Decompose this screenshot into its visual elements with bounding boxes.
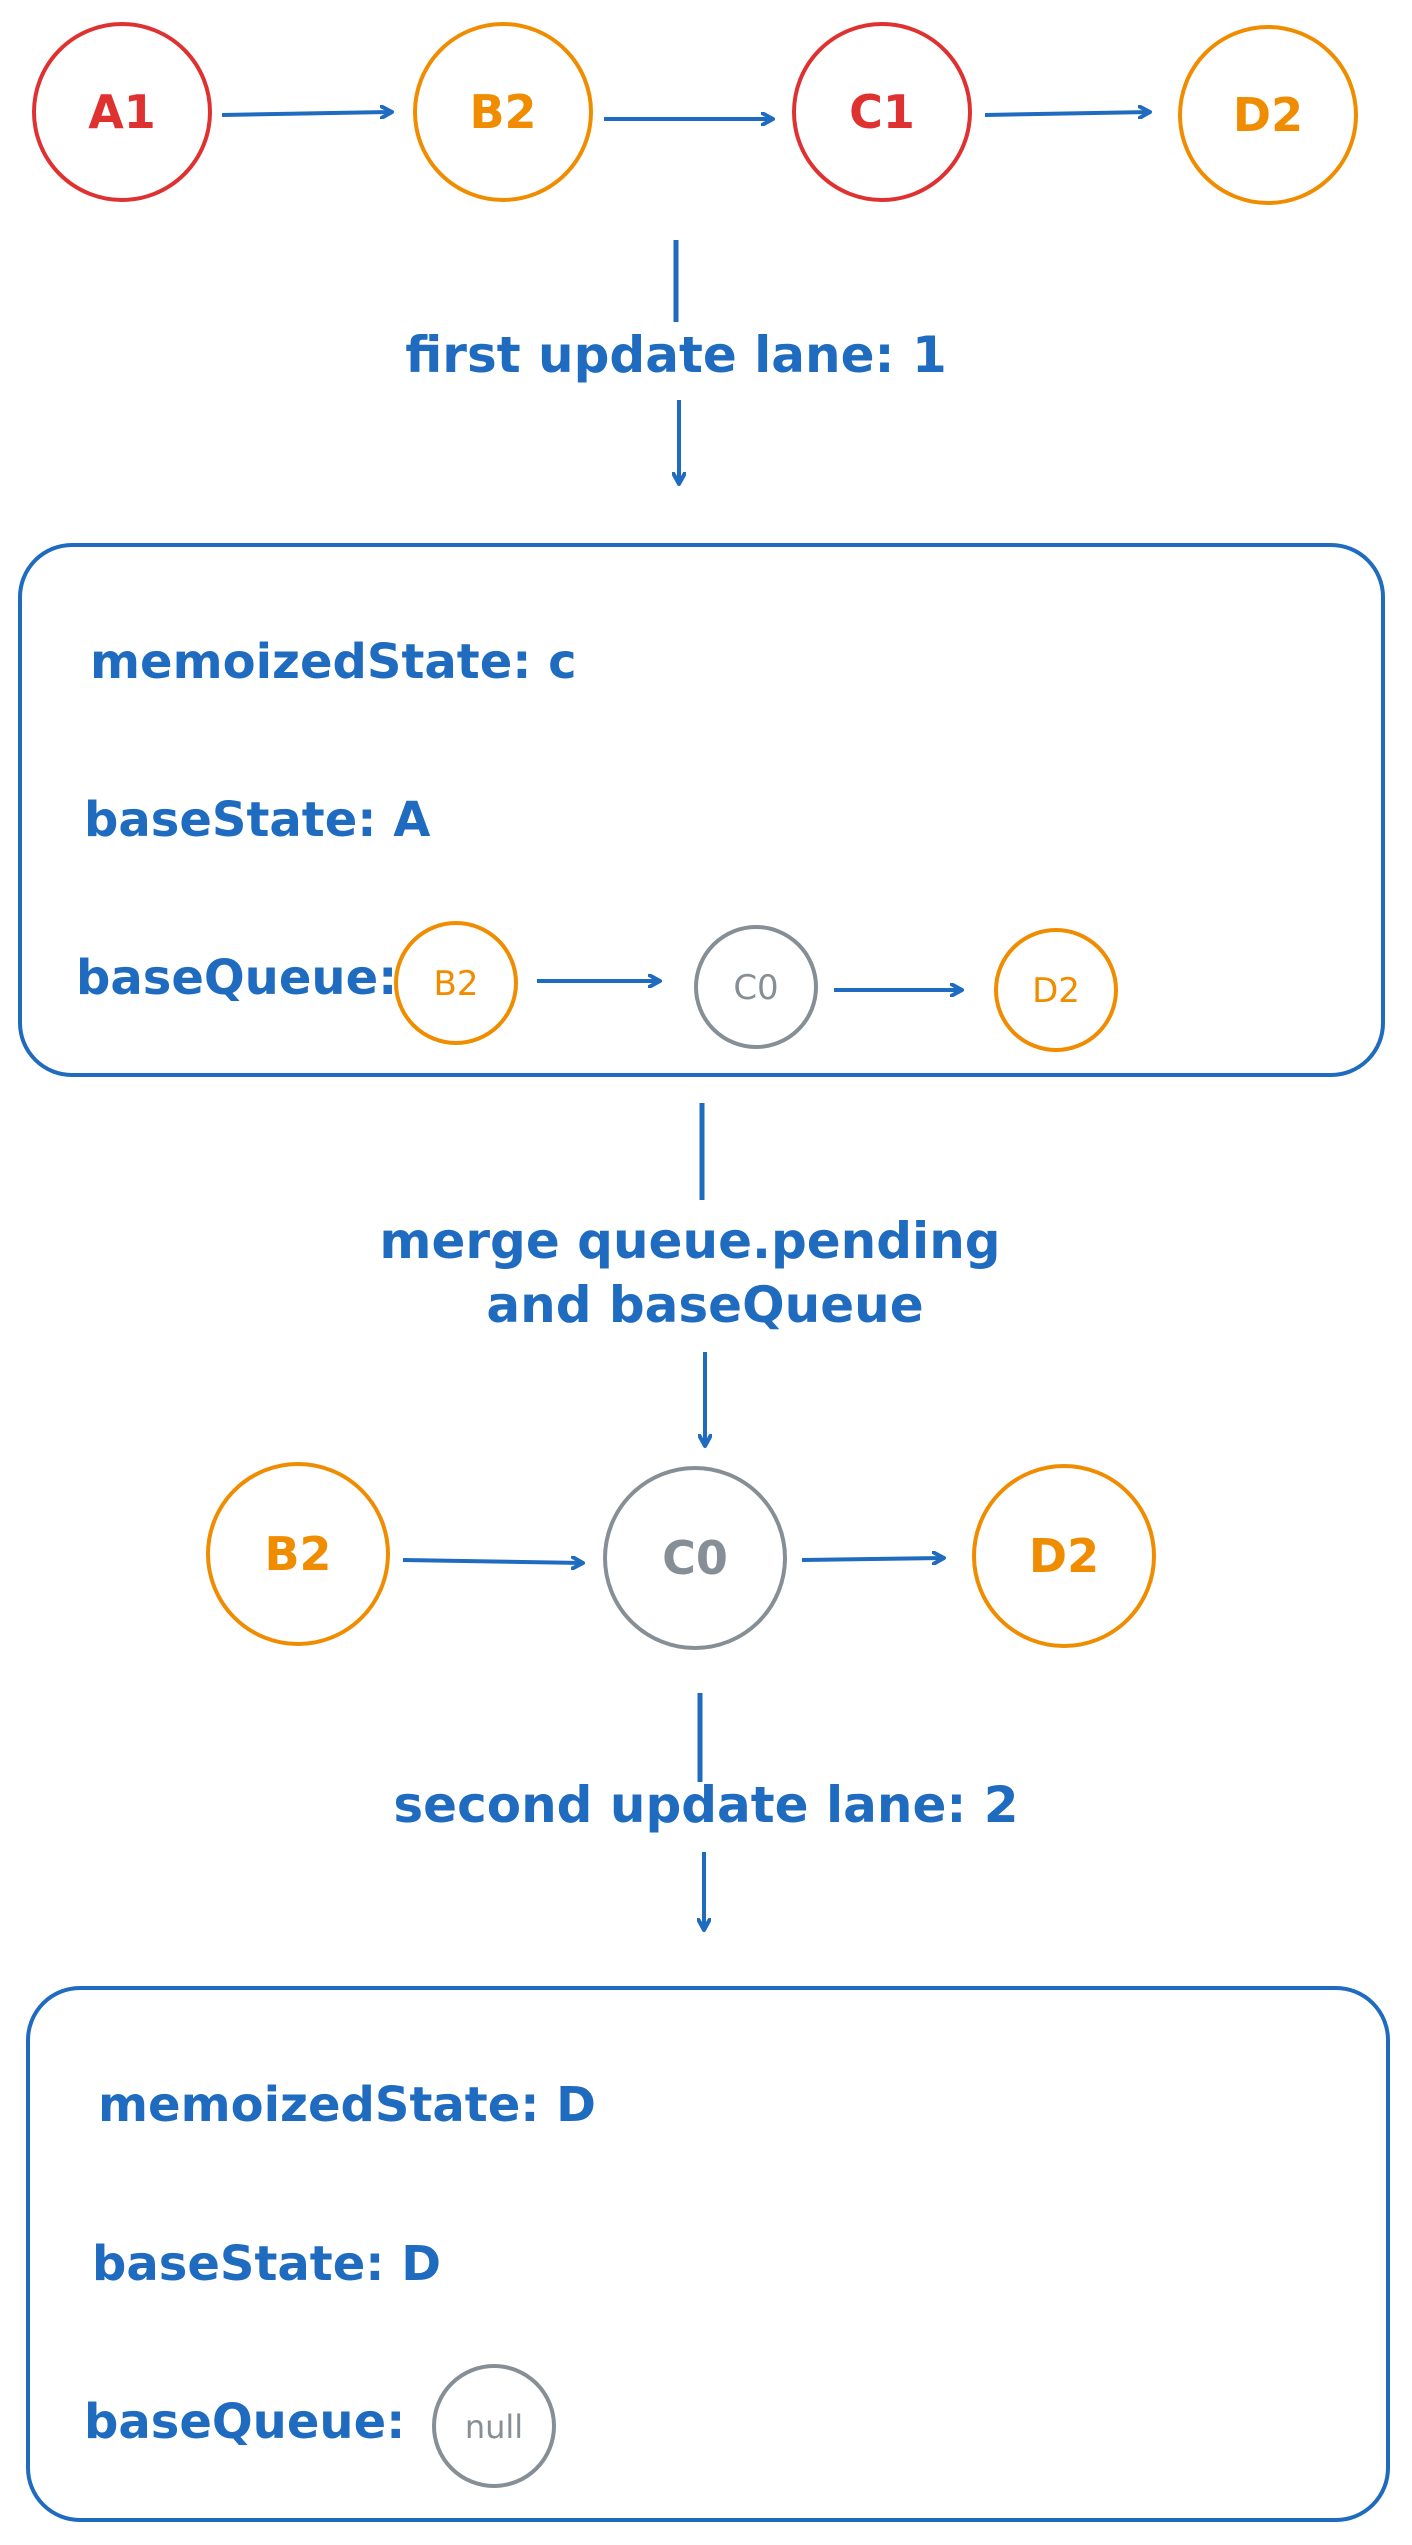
- merged-node-c0: C0: [603, 1466, 787, 1650]
- top-node-a1-circle: [32, 22, 212, 202]
- state-box-first: memoizedState: c baseState: A baseQueue:…: [18, 543, 1385, 1077]
- top-edge-c1-d2: [984, 112, 1150, 115]
- top-node-d2-circle: [1178, 25, 1358, 205]
- box1-queue-node-b2-label: B2: [434, 964, 479, 1004]
- box1-queue-node-d2-label: D2: [1032, 971, 1080, 1011]
- top-queue: A1 B2 C1 D2: [32, 22, 1358, 205]
- top-node-b2-label: B2: [469, 85, 536, 139]
- box1-queue-node-b2-circle: [394, 921, 518, 1045]
- state-box-second: memoizedState: D baseState: D baseQueue:…: [26, 1986, 1390, 2522]
- merged-node-b2: B2: [206, 1462, 390, 1646]
- state-box-first-frame: [18, 543, 1385, 1077]
- box1-base-queue-label: baseQueue:: [76, 950, 397, 1006]
- step2-label-line1: merge queue.pending: [379, 1212, 1000, 1270]
- box2-null-node-label: null: [465, 2408, 523, 2446]
- box1-queue-node-d2: D2: [994, 928, 1118, 1052]
- step1-label: first update lane: 1: [405, 326, 947, 384]
- state-box-second-frame: [26, 1986, 1390, 2522]
- top-node-c1: C1: [792, 22, 972, 202]
- merged-queue: B2 C0 D2: [206, 1462, 1156, 1650]
- merged-node-c0-label: C0: [662, 1531, 728, 1585]
- box2-null-node: null: [432, 2364, 556, 2488]
- top-node-d2-label: D2: [1233, 88, 1303, 142]
- box2-null-node-circle: [432, 2364, 556, 2488]
- step3-label: second update lane: 2: [393, 1776, 1018, 1834]
- box1-memoized-state: memoizedState: c: [90, 634, 577, 690]
- top-node-c1-label: C1: [849, 85, 915, 139]
- top-node-a1-label: A1: [88, 85, 156, 139]
- box1-queue-node-d2-circle: [994, 928, 1118, 1052]
- top-edge-a1-b2: [221, 112, 392, 115]
- box2-memoized-state: memoizedState: D: [98, 2077, 596, 2133]
- merged-node-d2: D2: [972, 1464, 1156, 1648]
- box1-queue-node-c0-circle: [694, 925, 818, 1049]
- top-node-a1: A1: [32, 22, 212, 202]
- merged-node-b2-circle: [206, 1462, 390, 1646]
- box1-queue-node-c0-label: C0: [733, 968, 778, 1008]
- box2-base-queue-label: baseQueue:: [84, 2394, 405, 2450]
- top-node-b2: B2: [413, 22, 593, 202]
- merged-edge-c0-d2: [801, 1558, 944, 1560]
- merged-node-d2-circle: [972, 1464, 1156, 1648]
- top-node-b2-circle: [413, 22, 593, 202]
- box2-base-state: baseState: D: [92, 2236, 441, 2292]
- box1-queue-node-c0: C0: [694, 925, 818, 1049]
- top-node-d2: D2: [1178, 25, 1358, 205]
- box1-base-state: baseState: A: [84, 792, 430, 848]
- merged-edge-b2-c0: [402, 1560, 583, 1563]
- box1-queue-node-b2: B2: [394, 921, 518, 1045]
- merged-node-c0-circle: [603, 1466, 787, 1650]
- merged-node-b2-label: B2: [264, 1527, 331, 1581]
- top-node-c1-circle: [792, 22, 972, 202]
- merged-node-d2-label: D2: [1029, 1529, 1099, 1583]
- step2-label-line2: and baseQueue: [486, 1276, 923, 1334]
